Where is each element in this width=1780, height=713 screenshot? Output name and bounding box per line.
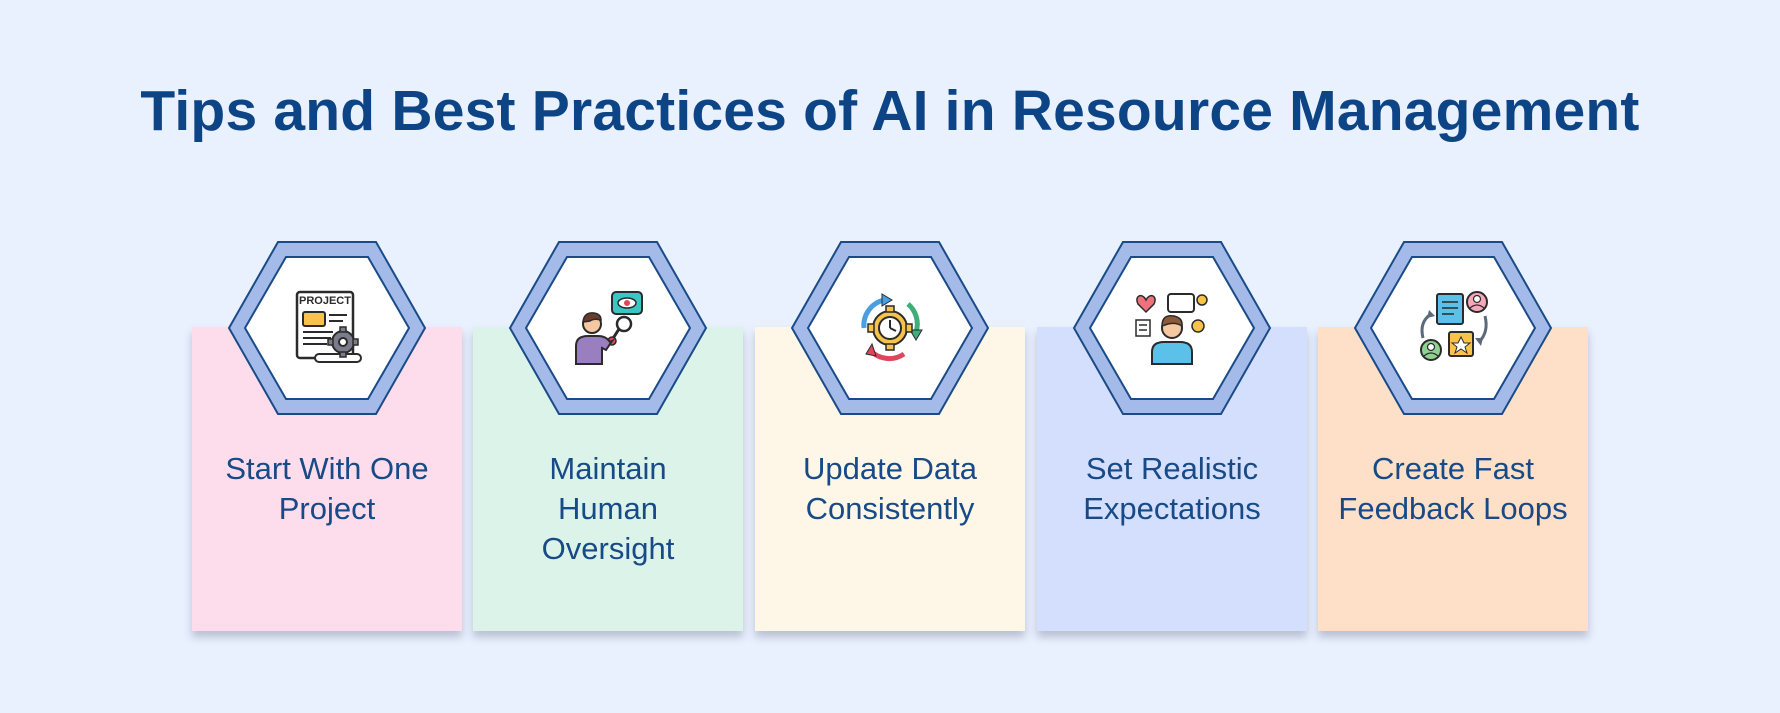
step-label: Update Data Consistently bbox=[755, 449, 1025, 529]
step-label-line: Human bbox=[558, 491, 658, 526]
person-magnifier-eye-icon bbox=[575, 291, 643, 365]
step-label-line: Oversight bbox=[541, 531, 675, 566]
hexagon-badge bbox=[1353, 241, 1553, 415]
steps-row: Start With One Project Maintain Human Ov… bbox=[192, 0, 1592, 713]
feedback-loop-icon bbox=[1420, 291, 1488, 361]
person-ideas-icon bbox=[1135, 293, 1208, 365]
step-label-line: Feedback Loops bbox=[1338, 491, 1568, 526]
step-label: Set Realistic Expectations bbox=[1037, 449, 1307, 529]
step-label-line: Update Data bbox=[802, 451, 978, 486]
step-label: Start With One Project bbox=[192, 449, 462, 529]
step-label-line: Expectations bbox=[1083, 491, 1261, 526]
hexagon-badge bbox=[508, 241, 708, 415]
step-card-set-realistic-expectations: Set Realistic Expectations bbox=[1037, 327, 1307, 631]
step-label: Create Fast Feedback Loops bbox=[1318, 449, 1588, 529]
gear-clock-cycle-icon bbox=[861, 293, 923, 362]
step-label-line: Create Fast bbox=[1372, 451, 1534, 486]
hexagon-badge: PROJECT bbox=[227, 241, 427, 415]
project-gear-icon: PROJECT bbox=[295, 290, 362, 363]
step-label: Maintain Human Oversight bbox=[473, 449, 743, 569]
step-label-line: Maintain bbox=[549, 451, 667, 486]
step-label-line: Project bbox=[278, 491, 376, 526]
hexagon-badge bbox=[790, 241, 990, 415]
step-label-line: Consistently bbox=[805, 491, 975, 526]
icon-caption: PROJECT bbox=[299, 295, 351, 307]
step-label-line: Set Realistic bbox=[1085, 451, 1259, 486]
hexagon-badge bbox=[1072, 241, 1272, 415]
step-label-line: Start With One bbox=[225, 451, 429, 486]
page-title: Tips and Best Practices of AI in Resourc… bbox=[140, 79, 1640, 143]
